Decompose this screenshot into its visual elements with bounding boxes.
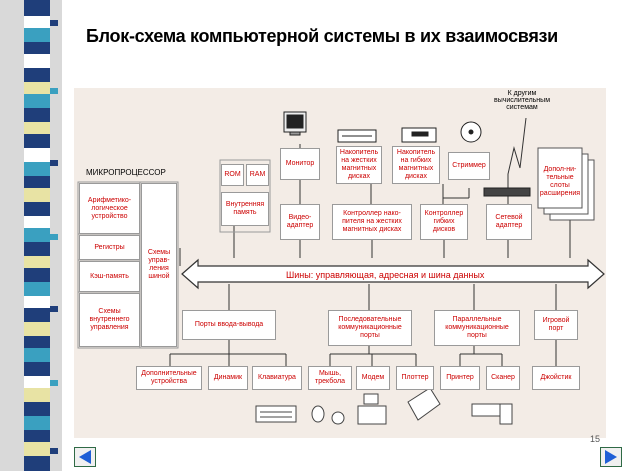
ram-block: RAM xyxy=(246,164,269,186)
next-slide-button[interactable] xyxy=(600,447,622,467)
streamer-drawing xyxy=(460,121,482,143)
slide-title: Блок-схема компьютерной системы в их вза… xyxy=(86,26,558,46)
page-number: 15 xyxy=(590,434,601,444)
game-port-block: Игровой порт xyxy=(534,310,578,340)
peripheral-icons xyxy=(255,387,513,425)
hdd-controller-block: Контроллер нако-пителя на жестких магнит… xyxy=(332,204,412,240)
rom-block: ROM xyxy=(221,164,244,186)
other-systems-label: К другим вычислительным системам xyxy=(493,90,551,111)
video-adapter-block: Видео-адаптер xyxy=(280,204,320,240)
network-adapter-block: Сетевой адаптер xyxy=(486,204,532,240)
hdd-drawing xyxy=(337,129,377,143)
previous-slide-button[interactable] xyxy=(74,447,96,467)
streamer-block: Стриммер xyxy=(448,152,490,180)
registers-block: Регистры xyxy=(79,235,140,260)
network-hub-drawing xyxy=(483,187,531,197)
block-diagram: МИКРОПРОЦЕССОР Арифметико-логическое уст… xyxy=(74,88,606,438)
internal-control-block: Схемы внутреннего управления xyxy=(79,293,140,347)
cache-block: Кэш-память xyxy=(79,261,140,292)
plotter-block: Плоттер xyxy=(396,366,434,390)
fdd-drawing xyxy=(401,127,437,143)
printer-block: Принтер xyxy=(440,366,480,390)
hdd-block: Накопитель на жестких магнитных дисках xyxy=(336,146,382,184)
keyboard-block: Клавиатура xyxy=(252,366,302,390)
monitor-drawing xyxy=(283,111,307,136)
alu-block: Арифметико-логическое устройство xyxy=(79,183,140,234)
arrow-left-icon xyxy=(79,450,91,464)
extra-devices-block: Дополнительные устройства xyxy=(136,366,202,390)
arrow-right-icon xyxy=(605,450,617,464)
decorative-strip xyxy=(0,0,62,471)
serial-ports-block: Последовательные коммуникационные порты xyxy=(328,310,412,346)
modem-block: Модем xyxy=(356,366,390,390)
microprocessor-title: МИКРОПРОЦЕССОР xyxy=(86,168,166,177)
joystick-block: Джойстик xyxy=(532,366,580,390)
monitor-block: Монитор xyxy=(280,148,320,180)
extra-slots-block: Допол-ни-тельные слоты расширения xyxy=(539,166,581,197)
fdd-controller-block: Контроллер гибких дисков xyxy=(420,204,468,240)
io-ports-block: Порты ввода-вывода xyxy=(182,310,276,340)
parallel-ports-block: Параллельные коммуникационные порты xyxy=(434,310,520,346)
strip-pattern xyxy=(0,0,62,471)
speaker-block: Динамик xyxy=(208,366,248,390)
extra-slots-drawing xyxy=(537,147,595,221)
fdd-block: Накопитель на гибких магнитных дисках xyxy=(392,146,440,184)
scanner-block: Сканер xyxy=(486,366,520,390)
internal-memory-block: Внутренняя память xyxy=(221,192,269,226)
bus-label: Шины: управляющая, адресная и шина данны… xyxy=(284,270,487,280)
mouse-block: Мышь, трекбола xyxy=(308,366,352,390)
bus-control-block: Схемы управ-ления шиной xyxy=(141,183,177,347)
